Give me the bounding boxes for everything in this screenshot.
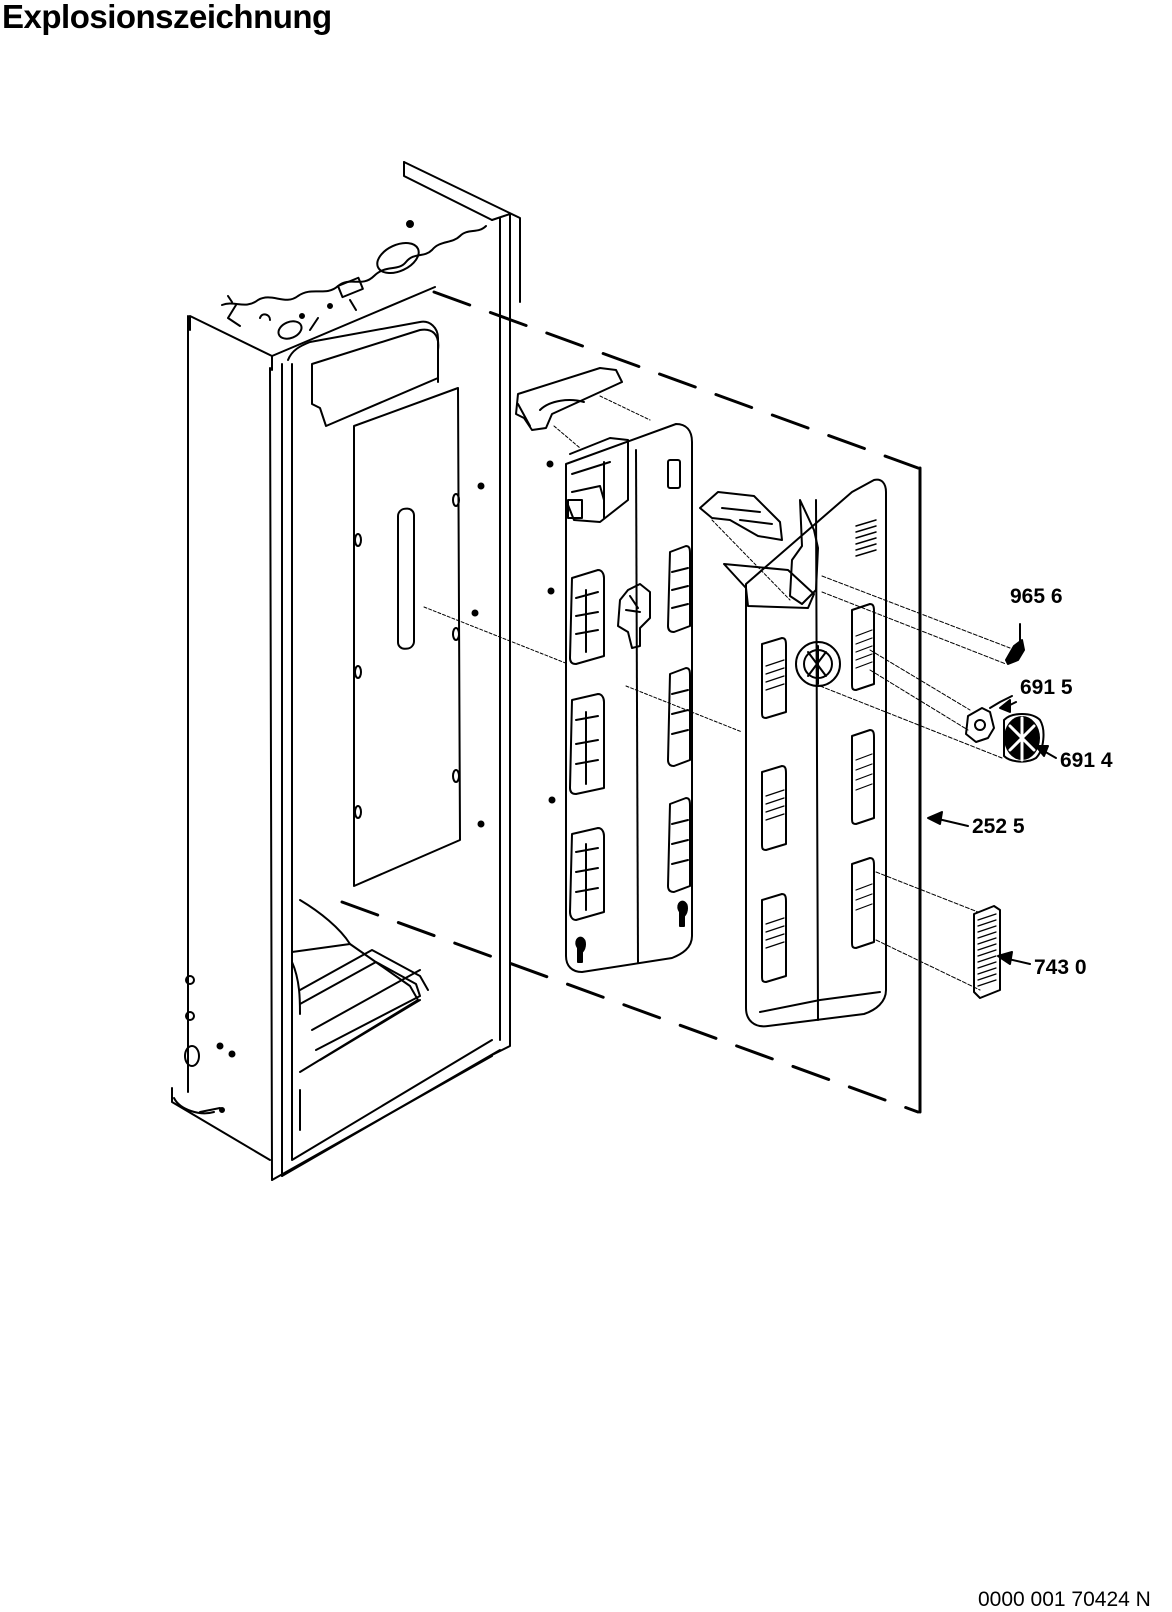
part-965-6	[1005, 623, 1025, 665]
callout-label: 743 0	[1034, 956, 1087, 979]
callout-arrows	[927, 699, 1057, 965]
part-691-5	[965, 695, 1013, 743]
front-panel	[699, 478, 887, 1028]
middle-panel	[515, 367, 693, 973]
callout-label: 965 6	[1010, 585, 1063, 608]
cabinet-housing	[171, 161, 521, 1181]
document-number: 0000 001 70424 N	[978, 1588, 1151, 1611]
callout-label: 691 5	[1020, 676, 1073, 699]
assembly-guide-lines	[423, 395, 791, 733]
part-691-4	[1003, 713, 1045, 763]
part-743-0	[973, 905, 1001, 999]
inner-rear-panel	[353, 387, 461, 887]
part-guide-lines	[819, 575, 1011, 991]
mounting-dots	[471, 460, 556, 828]
callout-label: 691 4	[1060, 749, 1113, 772]
callout-label: 252 5	[972, 815, 1025, 838]
page-title: Explosionszeichnung	[2, 0, 332, 35]
explosion-outline	[340, 290, 922, 1114]
